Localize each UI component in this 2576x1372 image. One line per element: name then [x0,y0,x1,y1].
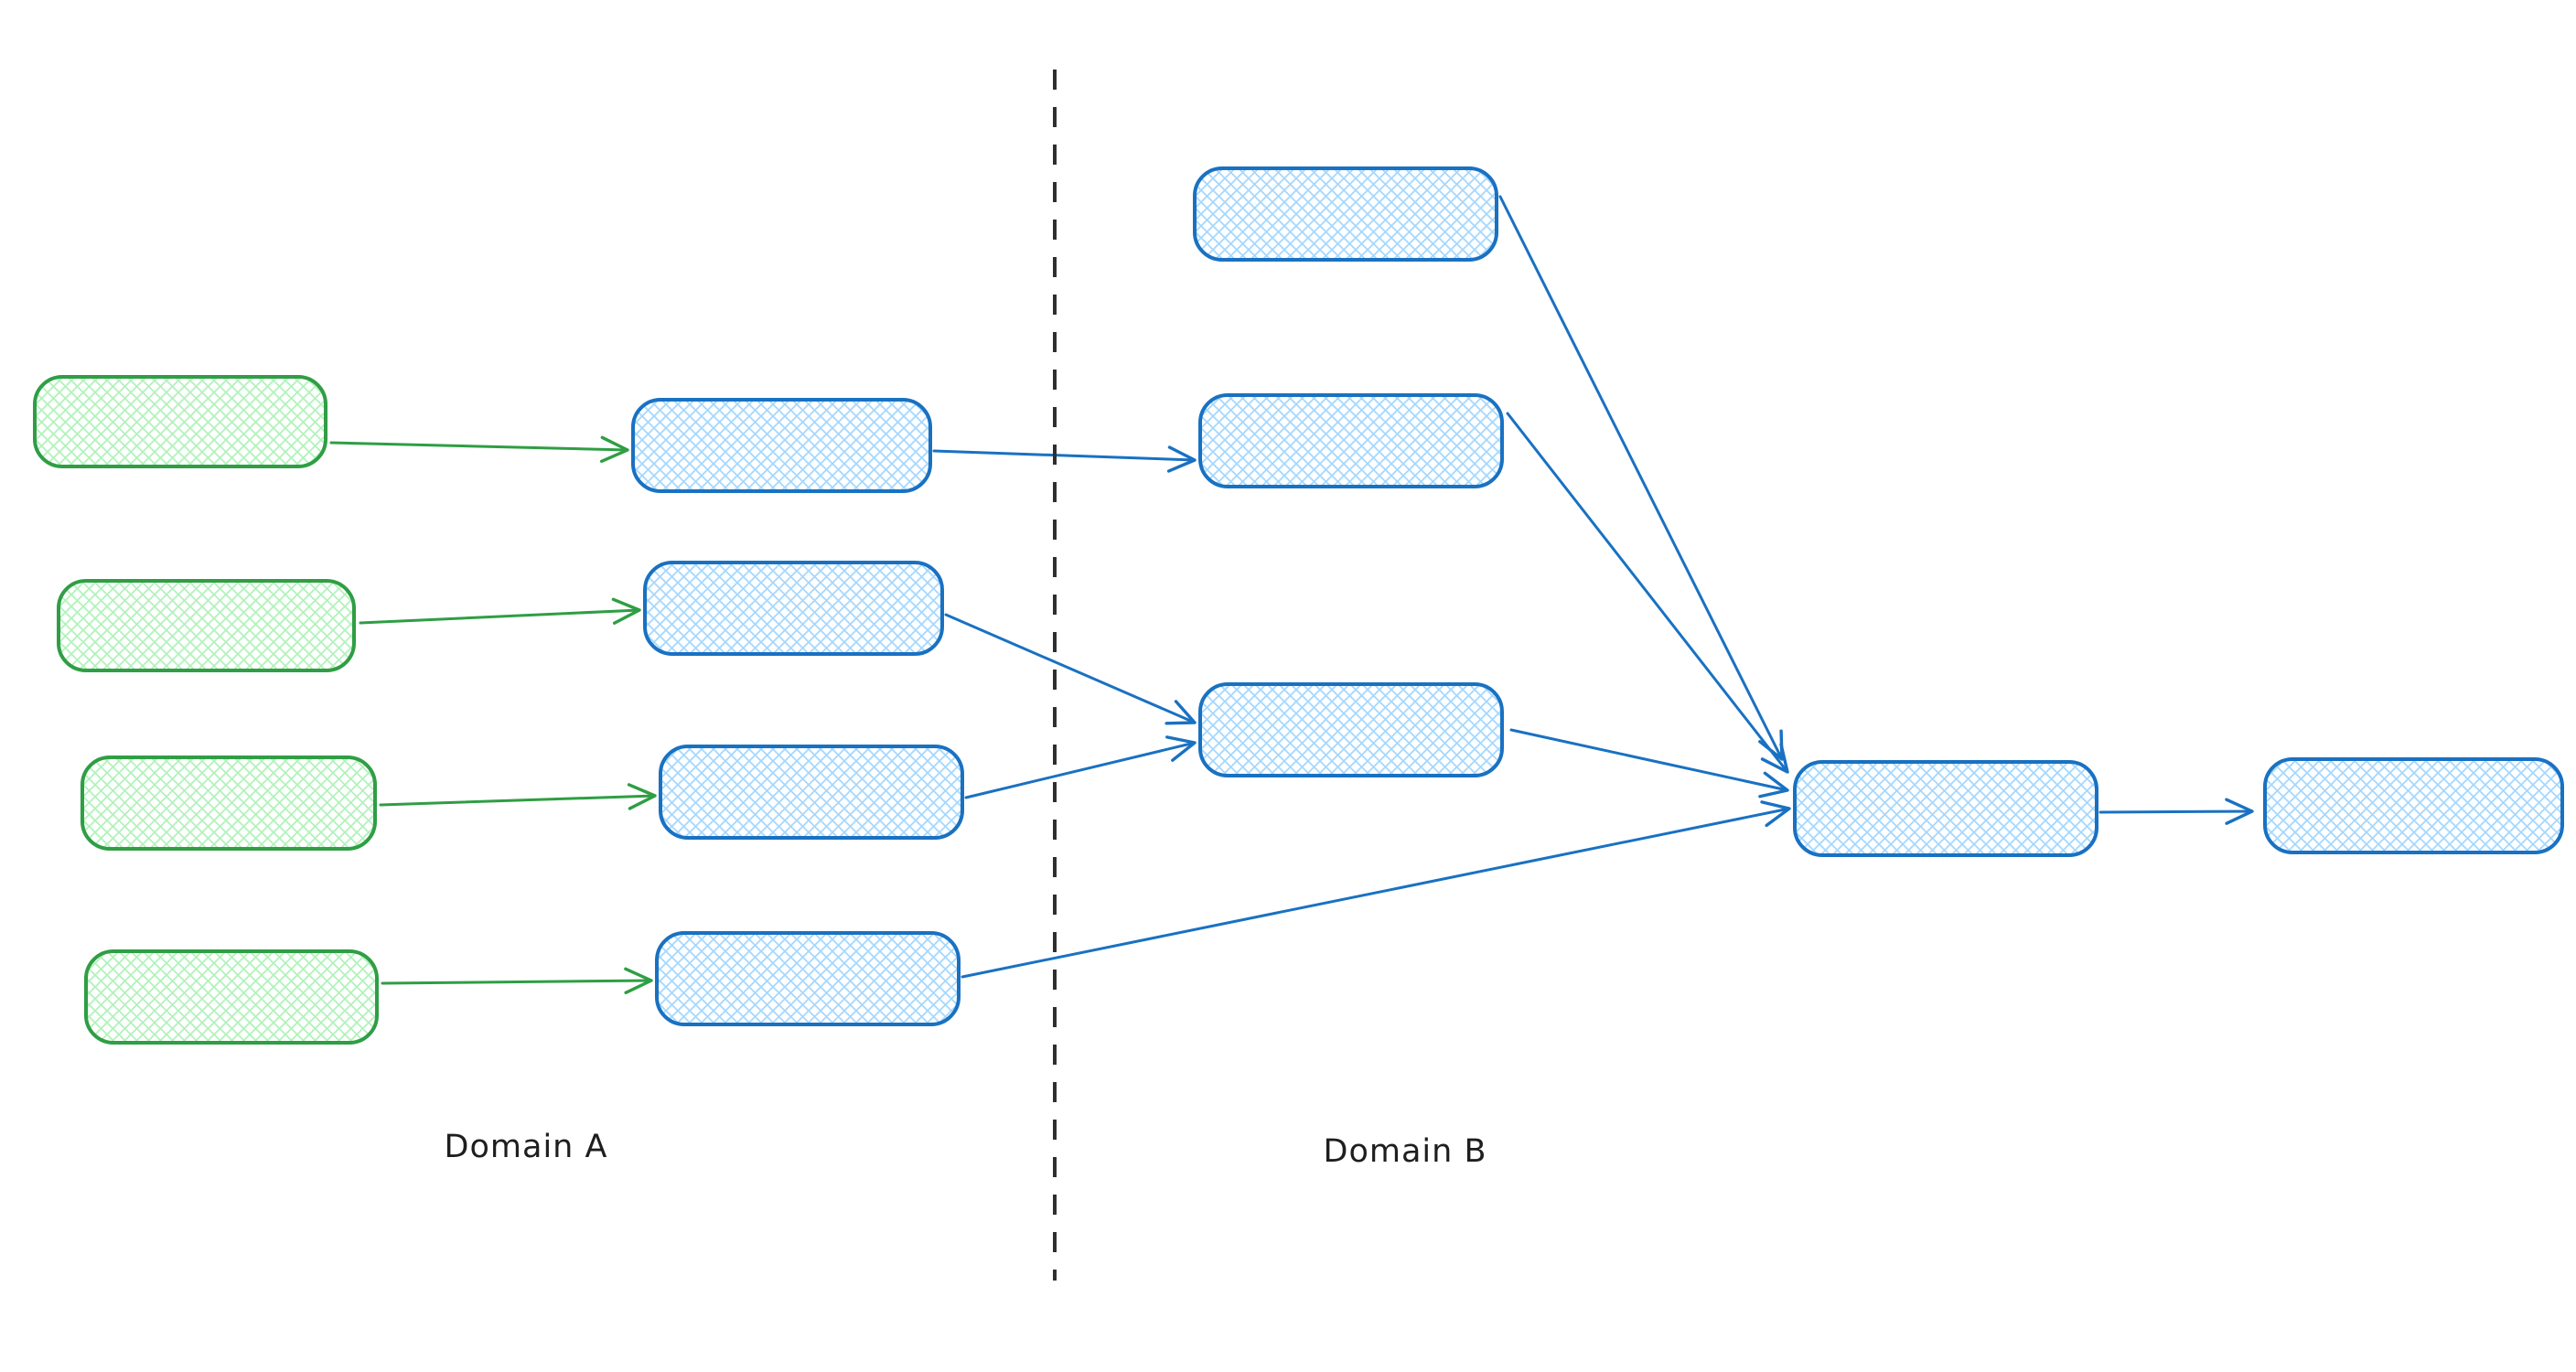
edge-node1-merge[interactable] [1498,195,1784,761]
edge-source1-stage1[interactable] [329,435,629,464]
edge-merge-output[interactable] [2098,798,2254,825]
edge-stage1-node2[interactable] [932,445,1197,473]
domain-a-stage-3[interactable] [659,745,964,840]
edge-source3-stage3[interactable] [379,783,657,810]
domain-a-stage-2[interactable] [643,561,944,656]
domain-a-source-2[interactable] [57,579,356,672]
edges-layer [329,195,2254,994]
edge-node3-merge[interactable] [1509,728,1789,799]
domain-label-b[interactable]: Domain B [1324,1133,1487,1170]
domain-a-source-4[interactable] [84,949,379,1045]
edge-stage3-node3[interactable] [964,735,1197,799]
domain-b-output-node[interactable] [2263,757,2564,854]
edge-source4-stage4[interactable] [381,967,653,994]
domain-b-node-2[interactable] [1198,393,1504,488]
domain-b-node-3[interactable] [1198,682,1504,777]
domain-a-stage-1[interactable] [631,398,932,493]
nodes-layer [33,166,2564,1045]
domain-b-node-1[interactable] [1193,166,1498,262]
domain-label-a[interactable]: Domain A [445,1129,608,1165]
edge-node2-merge[interactable] [1506,412,1789,774]
domain-b-merge-node[interactable] [1793,760,2098,857]
domain-a-source-1[interactable] [33,375,327,468]
labels-layer: Domain A Domain B [445,1129,1487,1170]
edge-stage4-merge[interactable] [961,800,1791,979]
edge-source2-stage2[interactable] [359,597,641,625]
domain-a-source-3[interactable] [80,756,377,851]
edge-stage2-node3[interactable] [944,613,1197,725]
domain-a-stage-4[interactable] [655,931,961,1026]
